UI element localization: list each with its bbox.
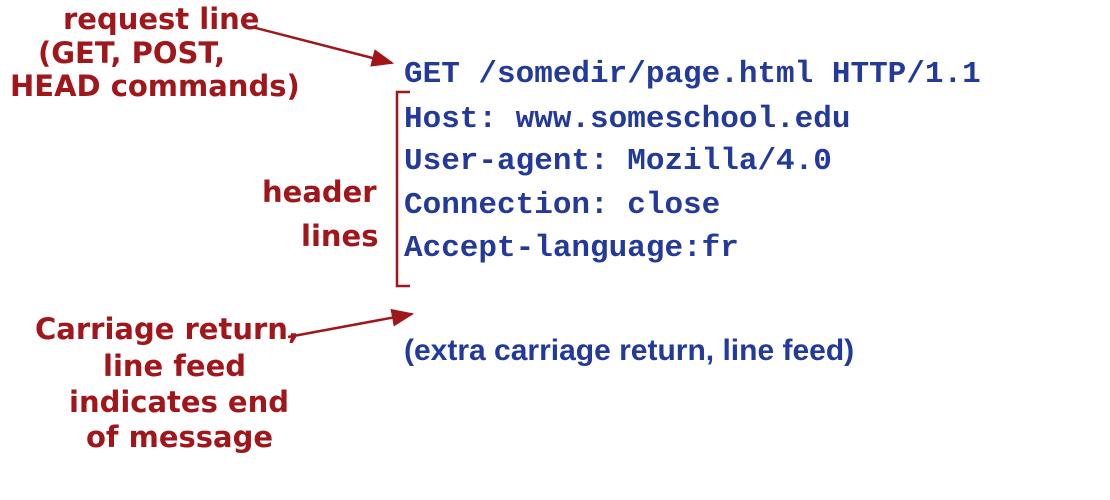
annotation-line: HEAD commands)	[10, 69, 300, 103]
crlf-arrow	[287, 308, 415, 339]
annotation-line: lines	[301, 219, 379, 253]
annotation-line: of message	[86, 420, 274, 454]
header-line-connection: Connection: close	[404, 188, 721, 223]
annotation-line: header	[262, 175, 377, 209]
annotation-line: line feed	[103, 349, 247, 383]
request-line: GET /somedir/page.html HTTP/1.1	[404, 57, 981, 92]
annotation-line: Carriage return,	[35, 312, 299, 346]
annotation-line: request line	[63, 2, 260, 36]
header-line-host: Host: www.someschool.edu	[404, 102, 851, 137]
annotation-line: indicates end	[69, 385, 290, 419]
annotation-line: (GET, POST,	[38, 36, 226, 70]
header-line-accept-language: Accept-language:fr	[404, 231, 739, 266]
header-line-user-agent: User-agent: Mozilla/4.0	[404, 144, 832, 179]
blank-line-note: (extra carriage return, line feed)	[404, 334, 855, 367]
request-line-arrow	[251, 25, 395, 67]
